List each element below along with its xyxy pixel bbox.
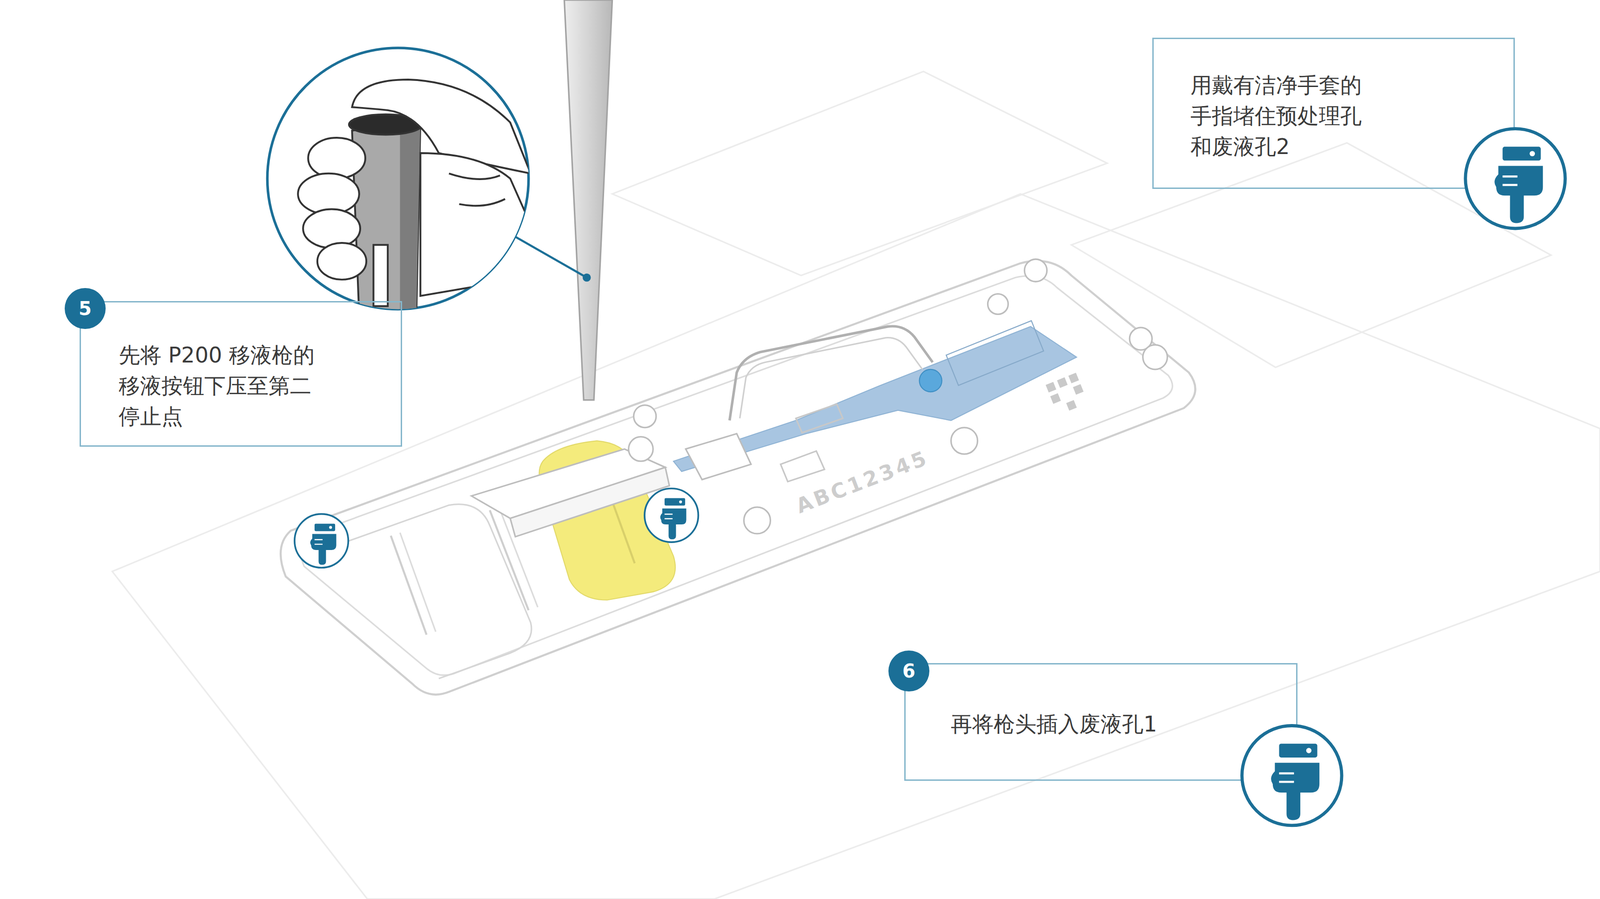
well <box>306 504 532 679</box>
leader-dot <box>582 273 592 283</box>
chamber <box>946 320 1044 386</box>
magnified-view <box>267 47 591 317</box>
leader-line <box>515 236 587 278</box>
finger <box>302 209 361 249</box>
chip <box>280 259 1196 695</box>
slot <box>795 403 843 433</box>
callout-box: 5先将 P200 移液枪的 移液按钮下压至第二 停止点 <box>79 301 403 447</box>
plate-outline <box>112 194 1600 899</box>
chip-inner-frame <box>300 275 1173 676</box>
screw <box>743 507 771 534</box>
screw <box>633 405 657 428</box>
screws <box>628 259 1168 534</box>
finger-icon <box>1242 725 1342 826</box>
instruction-text: 用戴有洁净手套的 手指堵住预处理孔 和废液孔2 <box>1190 69 1377 162</box>
screw <box>1024 259 1047 282</box>
well-slot <box>390 535 427 635</box>
plate-panel <box>1071 142 1552 368</box>
finger-icon <box>294 514 349 568</box>
clamp-tab <box>685 433 751 480</box>
liquid-drop <box>919 369 942 392</box>
qr-cell <box>1056 377 1068 389</box>
qr-cell <box>1072 383 1084 395</box>
screw <box>987 294 1009 315</box>
pipette-window <box>373 244 388 307</box>
finger-icon <box>1465 128 1566 229</box>
palm <box>420 153 531 296</box>
clamp <box>510 467 670 537</box>
slot <box>780 450 825 482</box>
screw <box>628 436 654 462</box>
qr-cell <box>1066 400 1077 411</box>
chip-outline <box>280 261 1196 695</box>
finger <box>308 137 366 179</box>
callout-box: 6再将枪头插入废液孔1 <box>904 663 1298 781</box>
qr-code <box>1045 372 1089 416</box>
finger-icon <box>644 488 699 543</box>
callout-number: 6 <box>888 650 930 692</box>
glove-fold <box>449 173 506 206</box>
well-slot <box>400 532 437 632</box>
hand-with-pipette <box>297 79 531 317</box>
finger <box>297 173 360 215</box>
screw <box>1142 344 1168 370</box>
background-plate <box>112 71 1600 899</box>
plate-panel <box>612 71 1108 276</box>
qr-cell <box>1050 393 1062 404</box>
pipette-body-shade <box>400 120 421 317</box>
callout-number: 5 <box>64 288 106 330</box>
finger <box>317 242 367 280</box>
instruction-text: 先将 P200 移液枪的 移液按钮下压至第二 停止点 <box>118 339 338 432</box>
pipette-tip <box>564 0 613 401</box>
chip-serial: ABC12345 <box>792 445 932 518</box>
instruction-text: 再将枪头插入废液孔1 <box>950 708 1240 740</box>
screw <box>951 427 978 455</box>
qr-cell <box>1068 372 1080 384</box>
qr-cell <box>1045 382 1057 393</box>
callout-box: 用戴有洁净手套的 手指堵住预处理孔 和废液孔2 <box>1152 37 1515 189</box>
